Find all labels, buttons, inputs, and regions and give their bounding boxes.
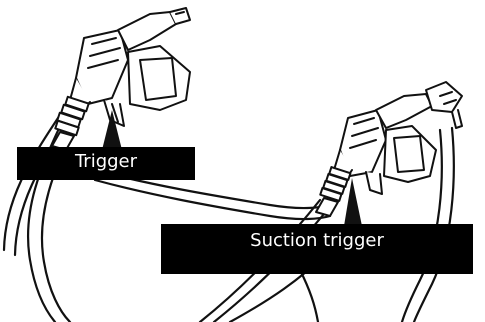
suction-trigger-label-text: Suction trigger [250,230,384,251]
spray-gun-icon [52,8,190,150]
suction-trigger-label-ghost [168,256,468,274]
trigger-label-ghost [30,165,190,183]
